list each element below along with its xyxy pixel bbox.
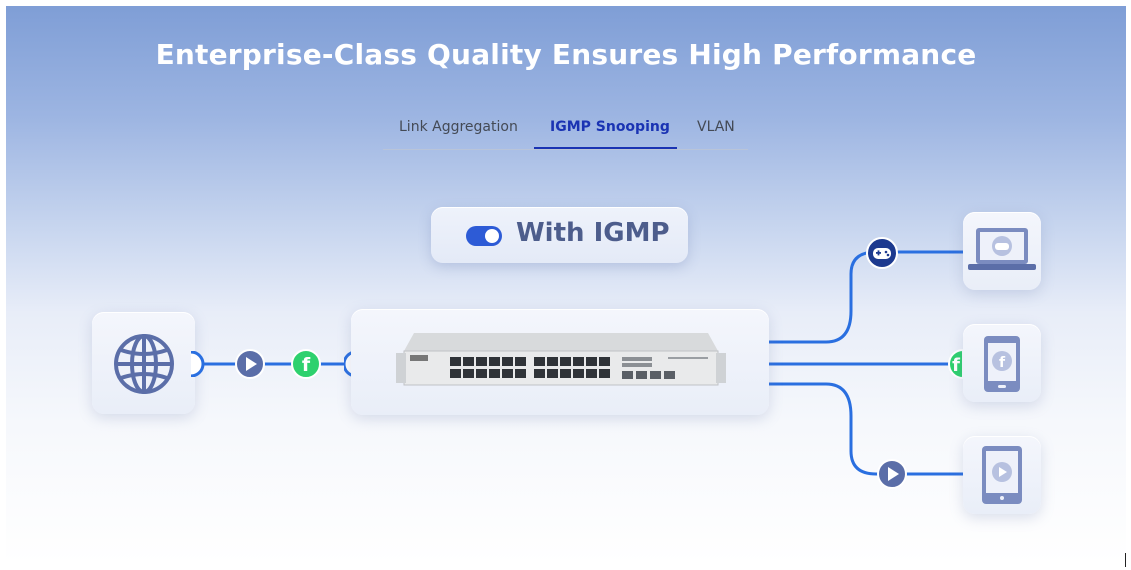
feature-tabs: Link Aggregation IGMP Snooping VLAN	[383, 114, 748, 150]
play-icon	[877, 459, 907, 489]
gamepad-icon	[866, 237, 898, 269]
tablet-play-icon	[982, 446, 1022, 504]
branch-line-bottom	[769, 382, 963, 476]
laptop-gamepad-icon	[968, 228, 1036, 270]
tab-igmp-snooping[interactable]: IGMP Snooping	[550, 119, 670, 135]
igmp-toggle[interactable]	[466, 226, 502, 246]
play-icon	[235, 349, 265, 379]
toggle-knob	[485, 229, 499, 243]
branch-line-top	[769, 250, 963, 344]
igmp-toggle-card: With IGMP	[431, 207, 688, 263]
device-card-phone: f	[963, 324, 1041, 402]
page-title: Enterprise-Class Quality Ensures High Pe…	[155, 38, 977, 71]
device-card-laptop	[963, 212, 1041, 290]
svg-text:f: f	[952, 355, 960, 376]
facebook-icon: f	[291, 349, 321, 379]
network-lines	[195, 250, 963, 476]
device-card-tablet	[963, 436, 1041, 514]
tab-link-aggregation[interactable]: Link Aggregation	[399, 119, 518, 135]
toggle-label: With IGMP	[516, 218, 670, 248]
svg-text:f: f	[302, 354, 311, 376]
text-cursor	[1125, 553, 1126, 567]
phone-facebook-icon: f	[984, 336, 1020, 392]
facebook-icon: f	[948, 348, 963, 380]
tab-vlan[interactable]: VLAN	[697, 119, 735, 135]
switch-card	[351, 309, 769, 415]
globe-icon	[114, 334, 174, 394]
switch-device-icon	[396, 333, 726, 386]
content-frame: Enterprise-Class Quality Ensures High Pe…	[6, 6, 1126, 564]
partial-badge-icon	[191, 351, 205, 377]
svg-text:f: f	[999, 355, 1006, 371]
active-tab-indicator	[534, 147, 677, 149]
internet-source-card	[92, 312, 195, 414]
